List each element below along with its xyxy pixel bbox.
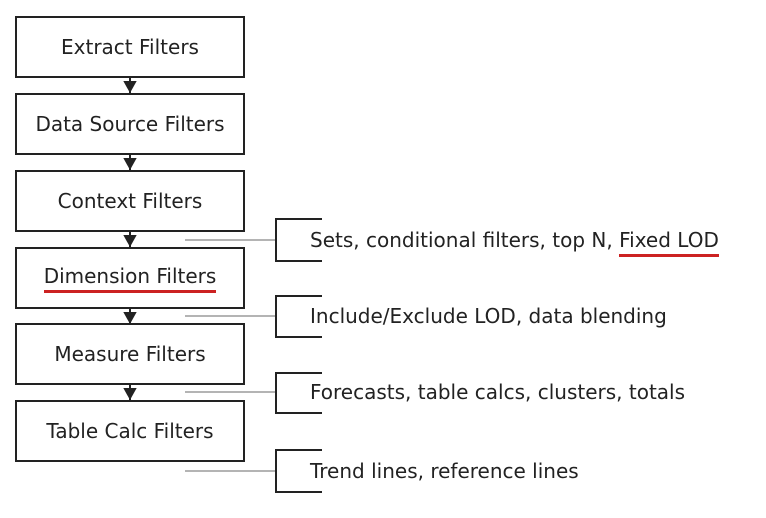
bracket-3 <box>275 372 322 414</box>
box-measure-filters: Measure Filters <box>15 323 245 385</box>
note-text: Sets, conditional filters, top N, <box>310 228 620 252</box>
note-forecasts-table-calcs: Forecasts, table calcs, clusters, totals <box>310 380 685 404</box>
box-dimension-filters: Dimension Filters <box>15 247 245 309</box>
bracket-4 <box>275 449 322 493</box>
bracket-2 <box>275 295 322 338</box>
box-label: Context Filters <box>57 189 203 213</box>
arrow-down-icon <box>123 312 137 325</box>
box-label: Measure Filters <box>54 342 206 366</box>
arrow-down-icon <box>123 158 137 171</box>
arrow-down-icon <box>123 235 137 248</box>
note-text: Forecasts, table calcs, clusters, totals <box>310 380 686 404</box>
note-text: Trend lines, reference lines <box>310 459 579 483</box>
box-label: Extract Filters <box>61 35 199 59</box>
box-label: Table Calc Filters <box>46 419 214 443</box>
box-label-highlighted: Dimension Filters <box>43 264 217 293</box>
box-context-filters: Context Filters <box>15 170 245 232</box>
note-trend-reference-lines: Trend lines, reference lines <box>310 459 579 483</box>
arrow-down-icon <box>123 388 137 401</box>
note-sets-fixed-lod: Sets, conditional filters, top N, Fixed … <box>310 228 719 257</box>
bracket-1 <box>275 218 322 262</box>
box-extract-filters: Extract Filters <box>15 16 245 78</box>
note-include-exclude-lod: Include/Exclude LOD, data blending <box>310 304 667 328</box>
note-highlight-fixed-lod: Fixed LOD <box>619 228 719 257</box>
box-data-source-filters: Data Source Filters <box>15 93 245 155</box>
box-table-calc-filters: Table Calc Filters <box>15 400 245 462</box>
box-label: Data Source Filters <box>35 112 225 136</box>
arrow-down-icon <box>123 81 137 94</box>
note-text: Include/Exclude LOD, data blending <box>310 304 667 328</box>
